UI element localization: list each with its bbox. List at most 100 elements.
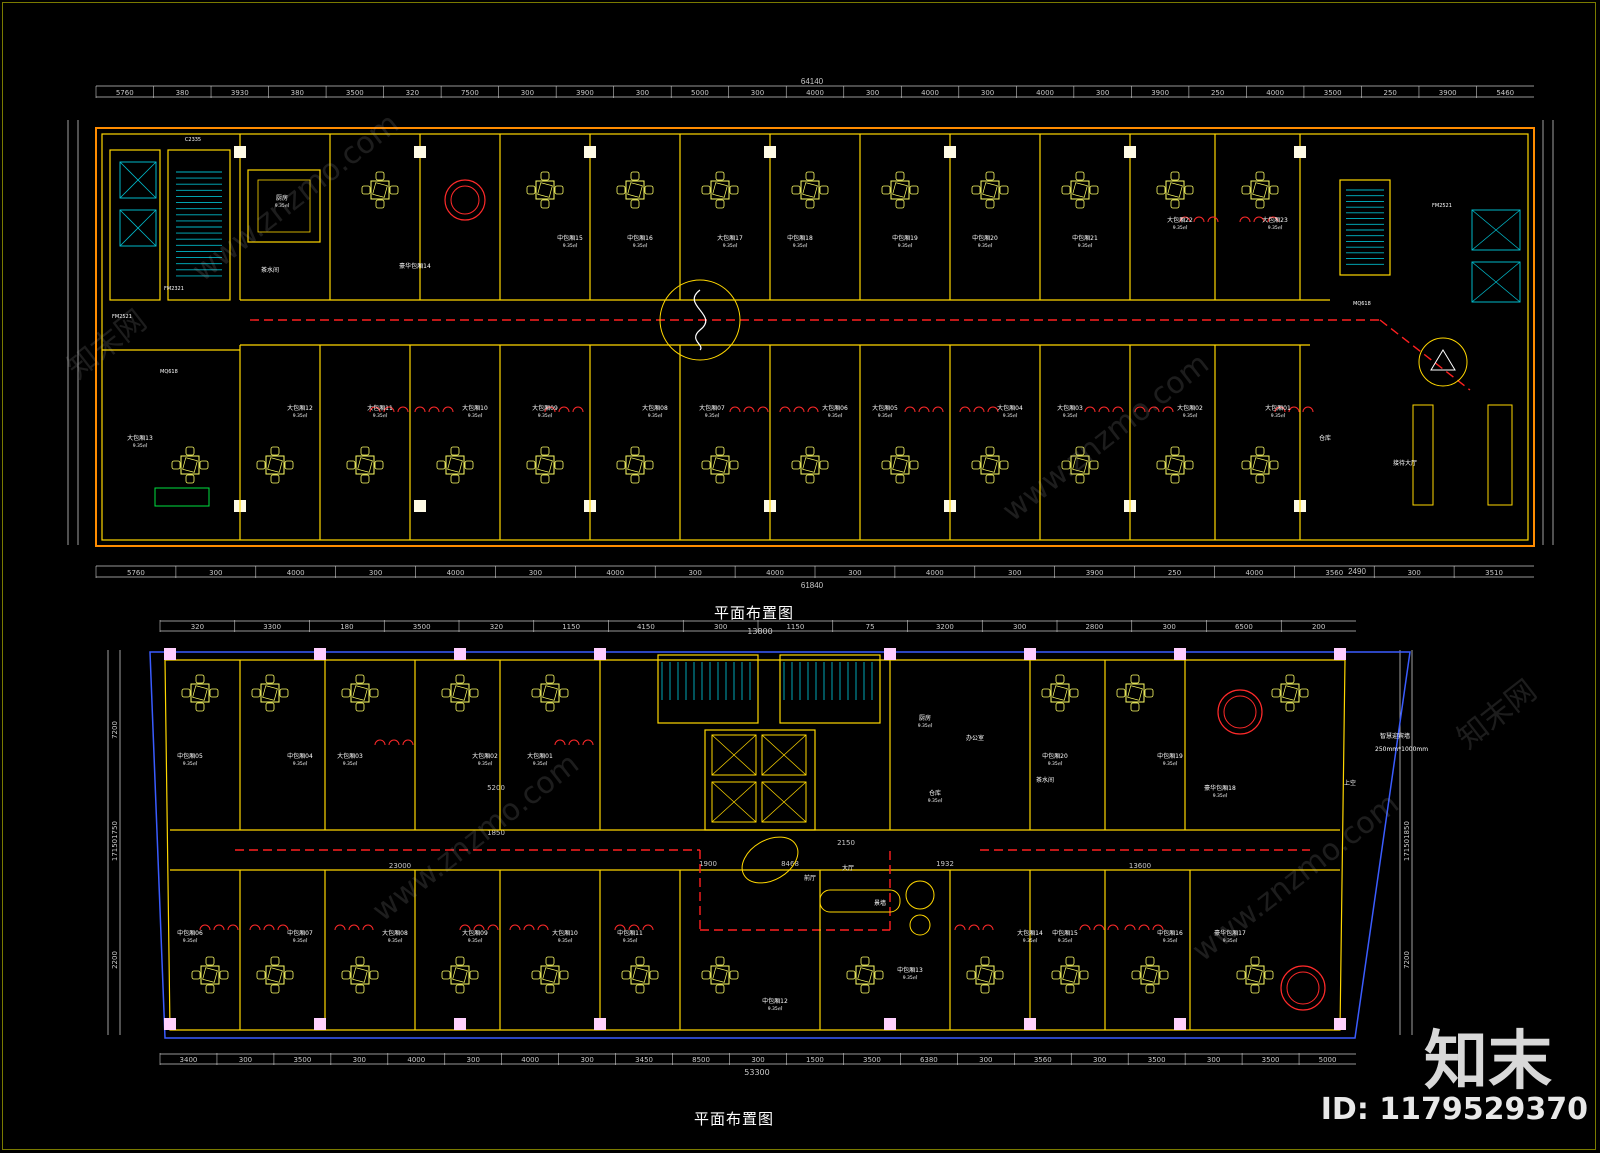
dim-label: 1150 [786,623,804,631]
watermark-brand-logo: 知末 [1424,1025,1552,1099]
column [234,146,246,158]
dining-table [701,171,739,209]
room-area: 9.35㎡ [1163,760,1178,767]
lounge-chair [1134,406,1146,413]
elevator-cross [761,734,807,776]
dining-table [701,446,739,484]
room-area: 9.35㎡ [373,412,388,419]
dim-label: 3900 [576,89,594,97]
side-dim-label: 17150 [111,839,119,861]
lounge-chair [1093,924,1105,931]
room-name: 大包厢06 [822,404,848,412]
bottom-outer-wall [149,651,1411,1039]
column [164,648,176,660]
dim-label: 4000 [921,89,939,97]
lounge-chair [428,406,440,413]
dining-table [341,674,379,712]
inner-dim-label: 13600 [1129,862,1151,870]
room-area: 9.35㎡ [705,412,720,419]
room-area: 9.35㎡ [533,760,548,767]
room-name: 大包厢10 [552,929,578,937]
room-name: 中包厢11 [617,929,643,937]
column [454,648,466,660]
room-area: 9.35㎡ [878,412,893,419]
room-name: 大包厢13 [127,434,153,442]
lounge-chair [1138,924,1150,931]
dim-label: 3900 [1151,89,1169,97]
top-inner-wall [101,133,1529,541]
top-round-table-14 [444,179,486,221]
dim-label: 3500 [1324,89,1342,97]
column [1294,146,1306,158]
dim-label: 380 [176,89,189,97]
tag-fm2521-right: FM2521 [1432,203,1452,209]
lounge-chair [1288,406,1300,413]
dining-table [256,446,294,484]
room-name: 大包厢01 [1265,404,1291,412]
dim-label: 300 [467,1056,480,1064]
top-dining-tables [171,171,1279,484]
lounge-chair [199,924,211,931]
room-name: 豪华包厢18 [1204,784,1236,792]
tag-fm2321: FM2321 [164,286,184,292]
dim-label: 300 [848,569,861,577]
lounge-chair [982,924,994,931]
dim-label: 4000 [1036,89,1054,97]
column [1334,1018,1346,1030]
lounge-chair [1112,406,1124,413]
dining-table [526,171,564,209]
room-area: 9.35㎡ [903,974,918,981]
dim-label: 6500 [1235,623,1253,631]
lounge-chair [1152,924,1164,931]
room-name: 厨房 [919,714,931,722]
lounge-chair [582,739,594,746]
dim-label: 3900 [1086,569,1104,577]
lounge-chair [414,406,426,413]
room-name: 中包厢13 [897,966,923,974]
room-name: 豪华包厢14 [399,262,431,270]
dim-label: 3510 [1485,569,1503,577]
top-core-tags: C2335 FM2321 FM2521 MQ618 MQ618 FM2521 [112,137,1452,375]
dim-label: 3500 [293,1056,311,1064]
room-area: 9.35㎡ [1271,412,1286,419]
dim-label: 4000 [926,569,944,577]
room-name: 大厅 [842,864,854,872]
room-name: 大包厢09 [532,404,558,412]
dim-label: 300 [636,89,649,97]
note-welcome-wall: 智慧迎宾墙 [1380,732,1410,740]
top-outer-wall [95,127,1535,547]
tag-mq618-a: MQ618 [160,369,178,375]
lounge-chair [383,406,395,413]
lounge-chair [263,924,275,931]
dining-table [181,674,219,712]
room-name: 中包厢19 [1157,752,1183,760]
top-room-labels: 中包厢159.35㎡中包厢169.35㎡大包厢179.35㎡中包厢189.35㎡… [127,194,1417,467]
side-dim-label: 7200 [1403,951,1411,969]
dim-label: 250 [1384,89,1397,97]
room-area: 9.35㎡ [275,202,290,209]
dim-label: 3200 [936,623,954,631]
dim-label: 300 [1162,623,1175,631]
column [414,500,426,512]
lounge-chair [918,406,930,413]
room-name: 中包厢06 [177,929,203,937]
dim-label: 300 [369,569,382,577]
dining-table [251,674,289,712]
lounge-chair [1124,924,1136,931]
room-area: 9.35㎡ [623,937,638,944]
dim-label: 320 [490,623,503,631]
room-name: 中包厢16 [1157,929,1183,937]
dim-label: 300 [353,1056,366,1064]
room-name: 大包厢14 [1017,929,1043,937]
dining-table [1241,446,1279,484]
bottom-dining-tables [181,674,1309,994]
lounge-chair [779,406,791,413]
dim-label: 4150 [637,623,655,631]
room-area: 9.35㎡ [1183,412,1198,419]
room-name: 中包厢20 [972,234,998,242]
room-name: 中包厢12 [762,997,788,1005]
lounge-chair [1179,216,1191,223]
dim-label: 3500 [1262,1056,1280,1064]
